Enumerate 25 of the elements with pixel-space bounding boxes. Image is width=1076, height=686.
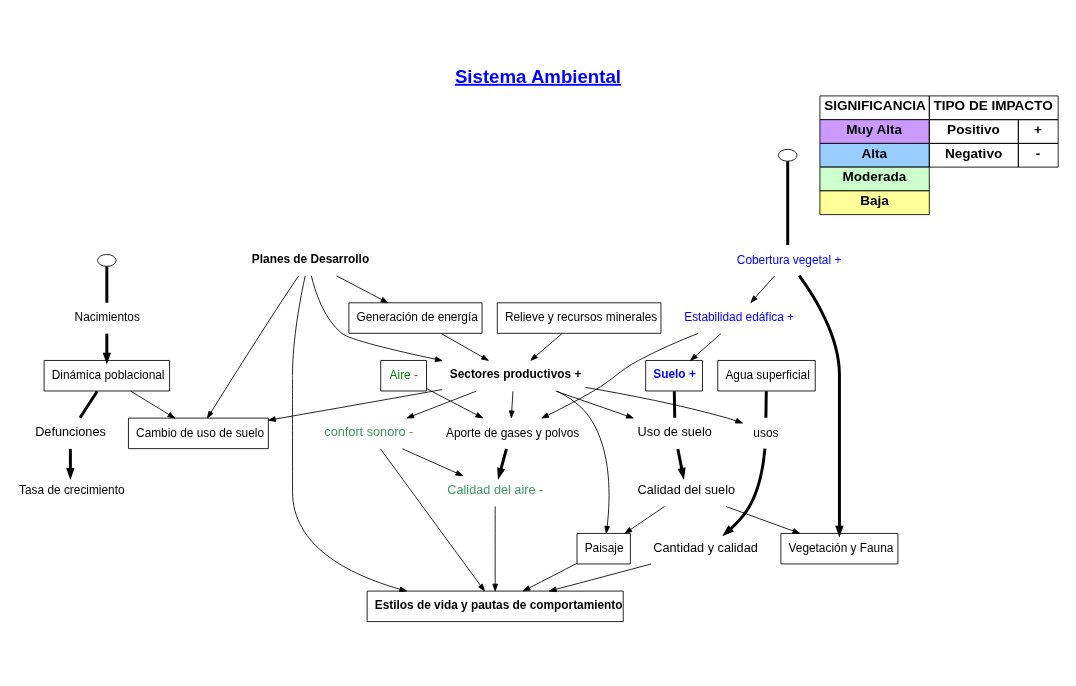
node-text: Uso de suelo bbox=[637, 423, 712, 439]
label: Positivo bbox=[947, 121, 1000, 137]
node-text: Calidad del suelo bbox=[637, 481, 736, 497]
node-text: Sectores productivos + bbox=[449, 366, 582, 381]
node-text: Defunciones bbox=[35, 423, 106, 439]
node-text: usos bbox=[753, 425, 779, 440]
legend-label: Baja bbox=[860, 192, 889, 208]
label: + bbox=[1034, 121, 1042, 137]
node-text: Calidad del aire - bbox=[447, 481, 544, 497]
diagram-title: Sistema Ambiental bbox=[454, 65, 621, 87]
node-text: Estabilidad edáfica + bbox=[684, 309, 795, 324]
label: - bbox=[1035, 145, 1041, 161]
label: Negativo bbox=[944, 145, 1003, 161]
label: SIGNIFICANCIA bbox=[824, 97, 926, 113]
node-text: Cantidad y calidad bbox=[653, 539, 758, 555]
node-text: Planes de Desarrollo bbox=[251, 251, 370, 266]
legend-label: Moderada bbox=[842, 168, 907, 184]
node-text: Cobertura vegetal + bbox=[736, 252, 842, 267]
label: TIPO DE IMPACTO bbox=[933, 97, 1053, 113]
node-text: Aporte de gases y polvos bbox=[446, 425, 580, 440]
node-text: Tasa de crecimiento bbox=[19, 482, 125, 497]
node-text: Nacimientos bbox=[74, 309, 140, 324]
legend-label: Muy Alta bbox=[846, 121, 903, 137]
node-text: confort sonoro - bbox=[324, 423, 414, 439]
legend-label: Alta bbox=[861, 145, 888, 161]
